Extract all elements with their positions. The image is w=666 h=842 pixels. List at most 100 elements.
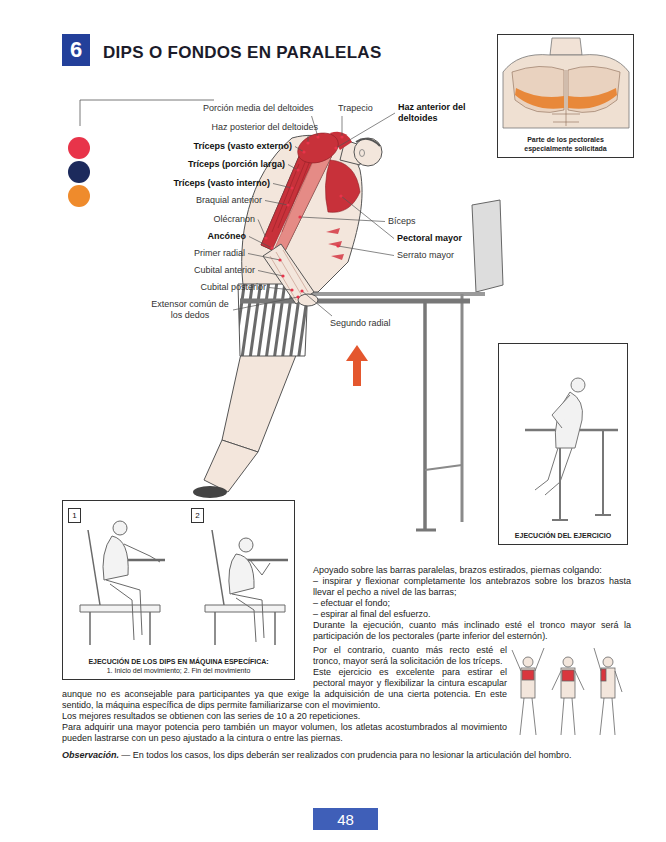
muscle-label: Cubital posterior — [200, 282, 266, 293]
body-text: Por el contrario, cuanto más recto esté … — [62, 645, 507, 744]
muscle-map-figures — [512, 648, 544, 735]
body-paragraph: — En todos los casos, los dips deberán s… — [121, 750, 571, 760]
athlete-figure — [193, 486, 227, 498]
leader-dot — [296, 168, 299, 171]
athlete-figure — [270, 250, 308, 300]
leader-line — [336, 113, 395, 148]
athlete-figure — [293, 128, 342, 169]
muscle-label: Pectoral mayor — [397, 233, 462, 244]
chest-illustration — [503, 55, 629, 128]
leader-dot — [302, 150, 305, 153]
athlete-figure — [325, 160, 360, 212]
muscle-map-figures — [563, 657, 573, 667]
chest-illustration — [568, 88, 617, 109]
muscle-label: Cubital anterior — [194, 265, 255, 276]
rule-lines — [80, 100, 214, 101]
leader-dot — [316, 135, 319, 138]
chest-illustration — [552, 70, 580, 126]
body-paragraph: Apoyado sobre las barras paralelas, braz… — [313, 565, 631, 576]
body-paragraph: – efectuar el fondo; — [313, 598, 631, 609]
muscle-label: Bíceps — [388, 216, 416, 227]
body-paragraph: Para adquirir una mayor potencia pero ta… — [62, 722, 507, 744]
page-title: DIPS O FONDOS EN PARALELAS — [103, 43, 382, 63]
athlete-figure — [354, 138, 382, 166]
leader-dot — [270, 246, 273, 249]
athlete-figure — [204, 440, 258, 492]
machine-sketch — [103, 536, 128, 580]
machine-sketch — [124, 544, 160, 562]
muscle-label: Haz posterior del deltoides — [211, 122, 318, 133]
muscle-label: Tríceps (vasto externo) — [193, 141, 292, 152]
leader-dot — [334, 146, 337, 149]
machine-sketch — [80, 605, 160, 612]
node-text: EJECUCIÓN DE LOS DIPS EN MÁQUINA ESPECÍF… — [88, 658, 268, 667]
leader-line — [248, 254, 280, 261]
chest-illustration — [568, 66, 620, 112]
exercise-sketch — [535, 448, 572, 495]
muscle-map-figures — [523, 657, 533, 667]
leader-dot — [306, 141, 309, 144]
machine-sketch — [212, 530, 275, 645]
leader-line — [233, 297, 298, 310]
muscle-map-figures — [601, 669, 606, 681]
exercise-sketch — [602, 430, 604, 515]
dip-station — [472, 200, 503, 292]
leader-line — [273, 184, 292, 189]
body-paragraph: Los mejores resultados se obtienen con l… — [62, 711, 507, 722]
note-text: Observación.— En todos los casos, los di… — [62, 750, 630, 762]
chest-illustration — [515, 88, 564, 109]
inset-panel: Parte de los pectorales especialmente so… — [497, 34, 634, 158]
leader-line — [341, 196, 394, 239]
leader-line — [265, 201, 288, 206]
muscle-label: Ancóneo — [207, 231, 246, 242]
athlete-figure — [272, 158, 311, 232]
leader-line — [258, 271, 283, 277]
leader-line — [269, 288, 292, 291]
body-paragraph: – inspirar y flexionar completamente los… — [313, 576, 631, 598]
dip-station — [423, 301, 427, 530]
muscle-label: Primer radial — [194, 248, 245, 259]
leader-dot — [336, 244, 339, 247]
muscle-label: Segundo radial — [330, 318, 391, 329]
athlete-figure — [222, 340, 302, 452]
exercise-sketch — [552, 519, 568, 521]
muscle-map-figures — [561, 668, 575, 698]
body-text: Apoyado sobre las barras paralelas, braz… — [313, 565, 631, 642]
muscle-map-figures — [594, 648, 622, 735]
inset-panel: EJECUCIÓN DEL EJERCICIO — [498, 343, 628, 545]
muscle-label: Tríceps (porción larga) — [188, 159, 285, 170]
leader-line — [342, 116, 343, 137]
muscle-map-figures — [522, 670, 534, 680]
node-text: 48 — [337, 811, 354, 828]
exercise-sketch — [595, 514, 611, 516]
exercise-sketch — [552, 395, 570, 428]
node-text: EJECUCIÓN DEL EJERCICIO — [515, 532, 611, 541]
leader-dot — [290, 186, 293, 189]
node-text: 1. Inicio del movimiento; 2. Fin del mov… — [107, 667, 251, 676]
muscle-map-figures — [562, 670, 574, 681]
body-paragraph: Por el contrario, cuanto más recto esté … — [62, 645, 507, 667]
muscle-label: Porción media del deltoides — [203, 103, 314, 114]
leader-dot — [298, 215, 301, 218]
body-paragraph: Durante la ejecución, cuanto más inclina… — [313, 620, 631, 642]
muscle-label: Serrato mayor — [397, 250, 454, 261]
leader-line — [288, 165, 298, 171]
muscle-label: Tríceps (vasto interno) — [173, 178, 270, 189]
athlete-figure — [356, 139, 380, 146]
inset-panel: EJECUCIÓN DE LOS DIPS EN MÁQUINA ESPECÍF… — [62, 500, 295, 680]
leader-dot — [281, 274, 284, 277]
muscle-label: Haz anterior del deltoides — [398, 102, 470, 124]
color-key-dots — [68, 161, 90, 183]
muscle-map-figures — [512, 648, 622, 735]
leader-line — [249, 237, 272, 249]
machine-sketch — [239, 538, 253, 552]
machine-sketch — [205, 605, 285, 612]
leader-dot — [278, 258, 281, 261]
leader-dot — [340, 135, 343, 138]
muscle-map-figures — [601, 668, 615, 698]
leader-dot — [339, 194, 342, 197]
body-paragraph: Este ejercicio es excelente para estirar… — [62, 667, 507, 711]
chapter-number: 6 — [62, 34, 90, 66]
